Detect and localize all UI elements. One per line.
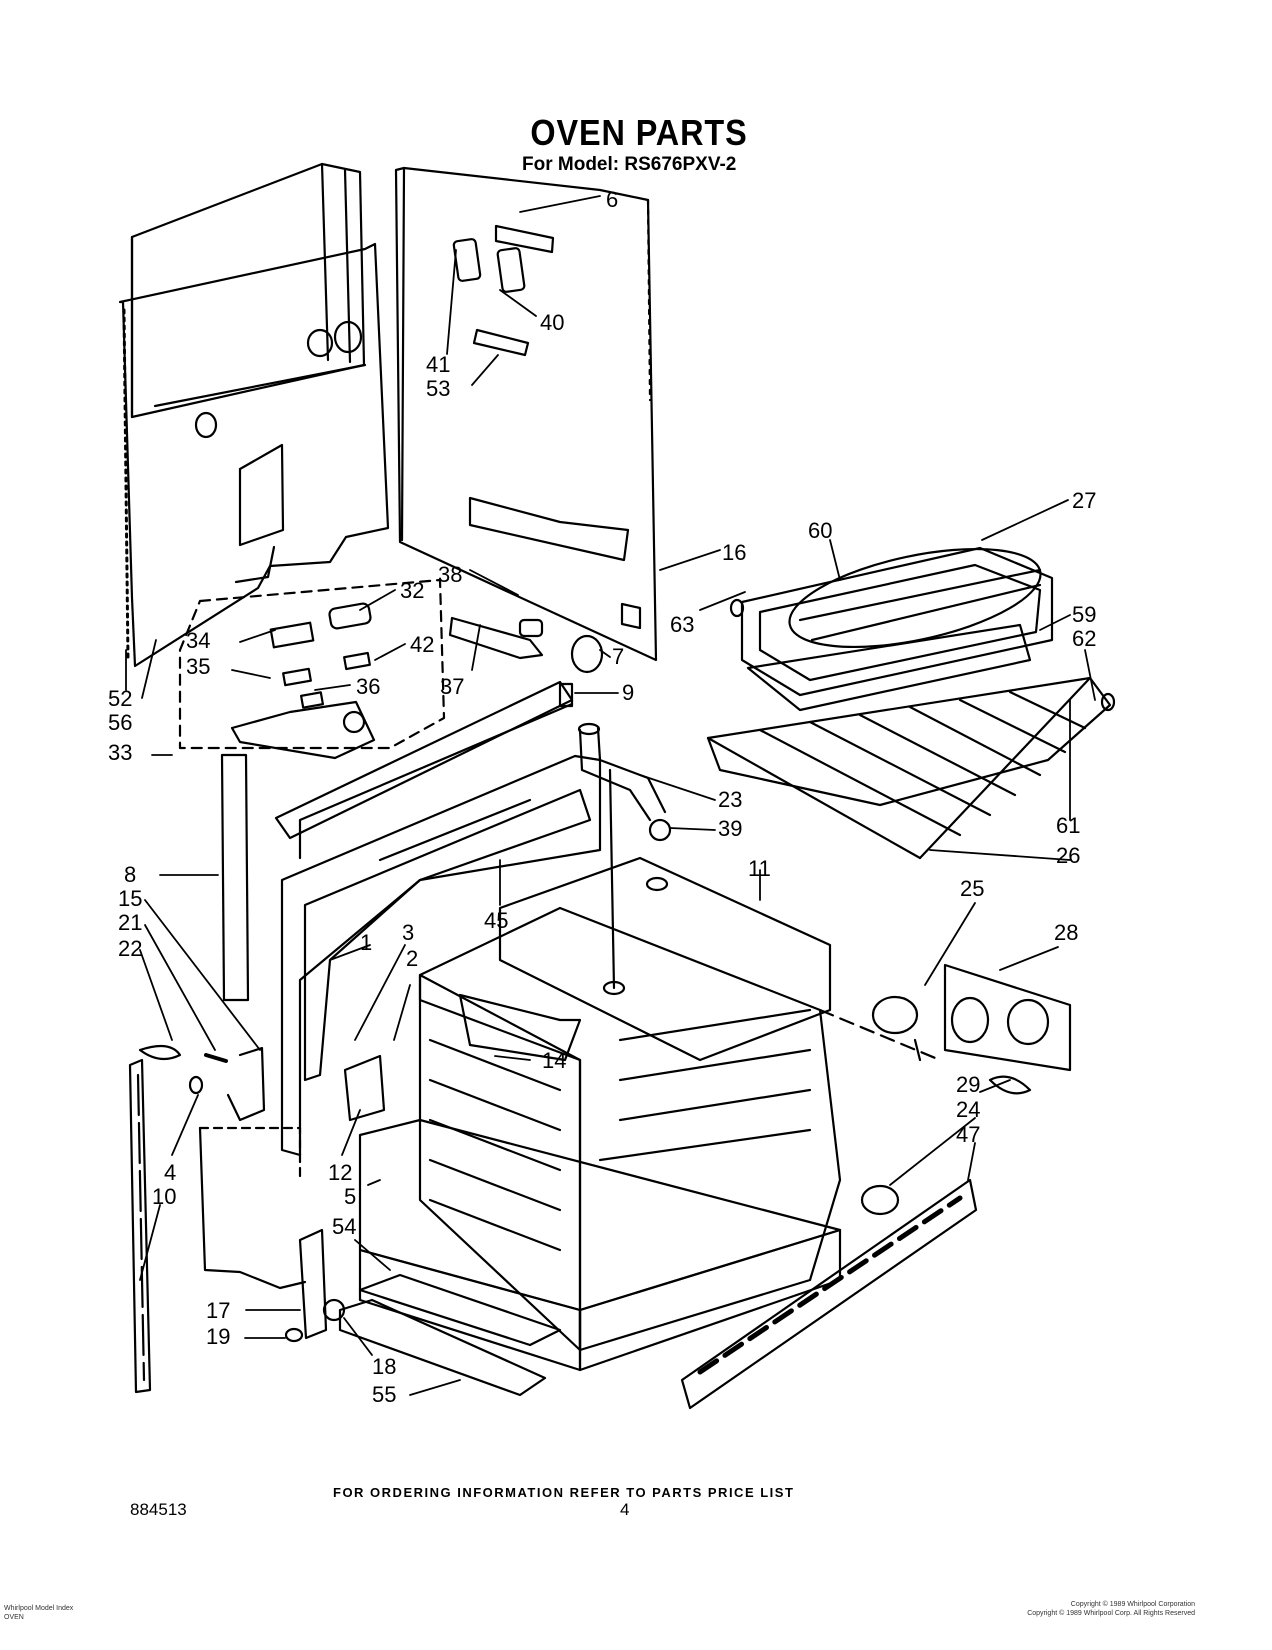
callout-45: 45 bbox=[484, 908, 508, 933]
front-frame bbox=[274, 680, 602, 1157]
callout-11: 11 bbox=[748, 856, 771, 881]
fine-print-left-line: Whirlpool Model Index bbox=[4, 1605, 74, 1612]
fine-print-right-line: Copyright © 1989 Whirlpool Corporation bbox=[1070, 1601, 1195, 1608]
callout-40: 40 bbox=[540, 310, 564, 335]
callout-32: 32 bbox=[400, 578, 424, 603]
vent-grille bbox=[680, 1178, 978, 1410]
page-title: OVEN PARTS bbox=[530, 112, 748, 153]
callout-3: 3 bbox=[402, 920, 414, 945]
door-hinge-parts bbox=[128, 1044, 386, 1394]
callout-15: 15 bbox=[118, 886, 142, 911]
callout-41: 41 bbox=[426, 352, 450, 377]
back-wall-panel bbox=[394, 166, 658, 662]
callout-29: 29 bbox=[956, 1072, 980, 1097]
callout-34: 34 bbox=[186, 628, 210, 653]
callout-19: 19 bbox=[206, 1324, 230, 1349]
callout-17: 17 bbox=[206, 1298, 230, 1323]
callout-62: 62 bbox=[1072, 626, 1096, 651]
ordering-info-note: FOR ORDERING INFORMATION REFER TO PARTS … bbox=[333, 1485, 795, 1500]
callout-21: 21 bbox=[118, 910, 142, 935]
callout-4: 4 bbox=[164, 1160, 176, 1185]
callout-25: 25 bbox=[960, 876, 984, 901]
callout-14: 14 bbox=[542, 1048, 566, 1073]
callout-53: 53 bbox=[426, 376, 450, 401]
fine-print-right: Copyright © 1989 Whirlpool Corporation C… bbox=[985, 1600, 1195, 1618]
callout-60: 60 bbox=[808, 518, 832, 543]
callout-6: 6 bbox=[606, 187, 618, 212]
callout-2: 2 bbox=[406, 946, 418, 971]
small-parts-center bbox=[298, 616, 604, 860]
callout-38: 38 bbox=[438, 562, 462, 587]
fine-print-left: Whirlpool Model Index OVEN bbox=[4, 1604, 73, 1622]
light-assembly bbox=[818, 963, 1072, 1095]
callout-8: 8 bbox=[124, 862, 136, 887]
leader-lines bbox=[125, 195, 1096, 1396]
rack-and-element-assembly bbox=[706, 546, 1116, 860]
callout-18: 18 bbox=[372, 1354, 396, 1379]
callout-47: 47 bbox=[956, 1122, 980, 1147]
callout-9: 9 bbox=[622, 680, 634, 705]
callout-12: 12 bbox=[328, 1160, 352, 1185]
document-number: 884513 bbox=[130, 1500, 187, 1519]
page-number: 4 bbox=[620, 1500, 630, 1519]
callout-55: 55 bbox=[372, 1382, 396, 1407]
callout-23: 23 bbox=[718, 787, 742, 812]
rear-panel-inner bbox=[118, 242, 390, 668]
callout-16: 16 bbox=[722, 540, 746, 565]
fine-print-right-line: Copyright © 1989 Whirlpool Corp. All Rig… bbox=[1027, 1610, 1195, 1617]
callout-10: 10 bbox=[152, 1184, 176, 1209]
callout-37: 37 bbox=[440, 674, 464, 699]
bottom-pan bbox=[338, 1118, 842, 1397]
callout-54: 54 bbox=[332, 1214, 356, 1239]
callout-36: 36 bbox=[356, 674, 380, 699]
callout-63: 63 bbox=[670, 612, 694, 637]
side-strip bbox=[220, 753, 250, 1002]
callout-27: 27 bbox=[1072, 488, 1096, 513]
callout-24: 24 bbox=[956, 1097, 980, 1122]
control-parts-box bbox=[178, 578, 446, 760]
callout-52: 52 bbox=[108, 686, 132, 711]
callout-56: 56 bbox=[108, 710, 132, 735]
callout-59: 59 bbox=[1072, 602, 1096, 627]
callout-35: 35 bbox=[186, 654, 210, 679]
callout-1: 1 bbox=[360, 930, 372, 955]
fine-print-left-line: OVEN bbox=[4, 1614, 24, 1621]
callout-61: 61 bbox=[1056, 813, 1080, 838]
callout-26: 26 bbox=[1056, 843, 1080, 868]
callout-22: 22 bbox=[118, 936, 142, 961]
callout-28: 28 bbox=[1054, 920, 1078, 945]
vent-duct bbox=[577, 722, 672, 842]
model-subtitle: For Model: RS676PXV-2 bbox=[522, 154, 737, 175]
callout-33: 33 bbox=[108, 740, 132, 765]
callout-7: 7 bbox=[612, 644, 624, 669]
callout-5: 5 bbox=[344, 1184, 356, 1209]
callout-39: 39 bbox=[718, 816, 742, 841]
callout-labels: 6 40 41 53 27 60 16 38 32 63 59 62 34 42… bbox=[108, 187, 1096, 1407]
rear-panel-outer bbox=[130, 162, 366, 419]
callout-42: 42 bbox=[410, 632, 434, 657]
